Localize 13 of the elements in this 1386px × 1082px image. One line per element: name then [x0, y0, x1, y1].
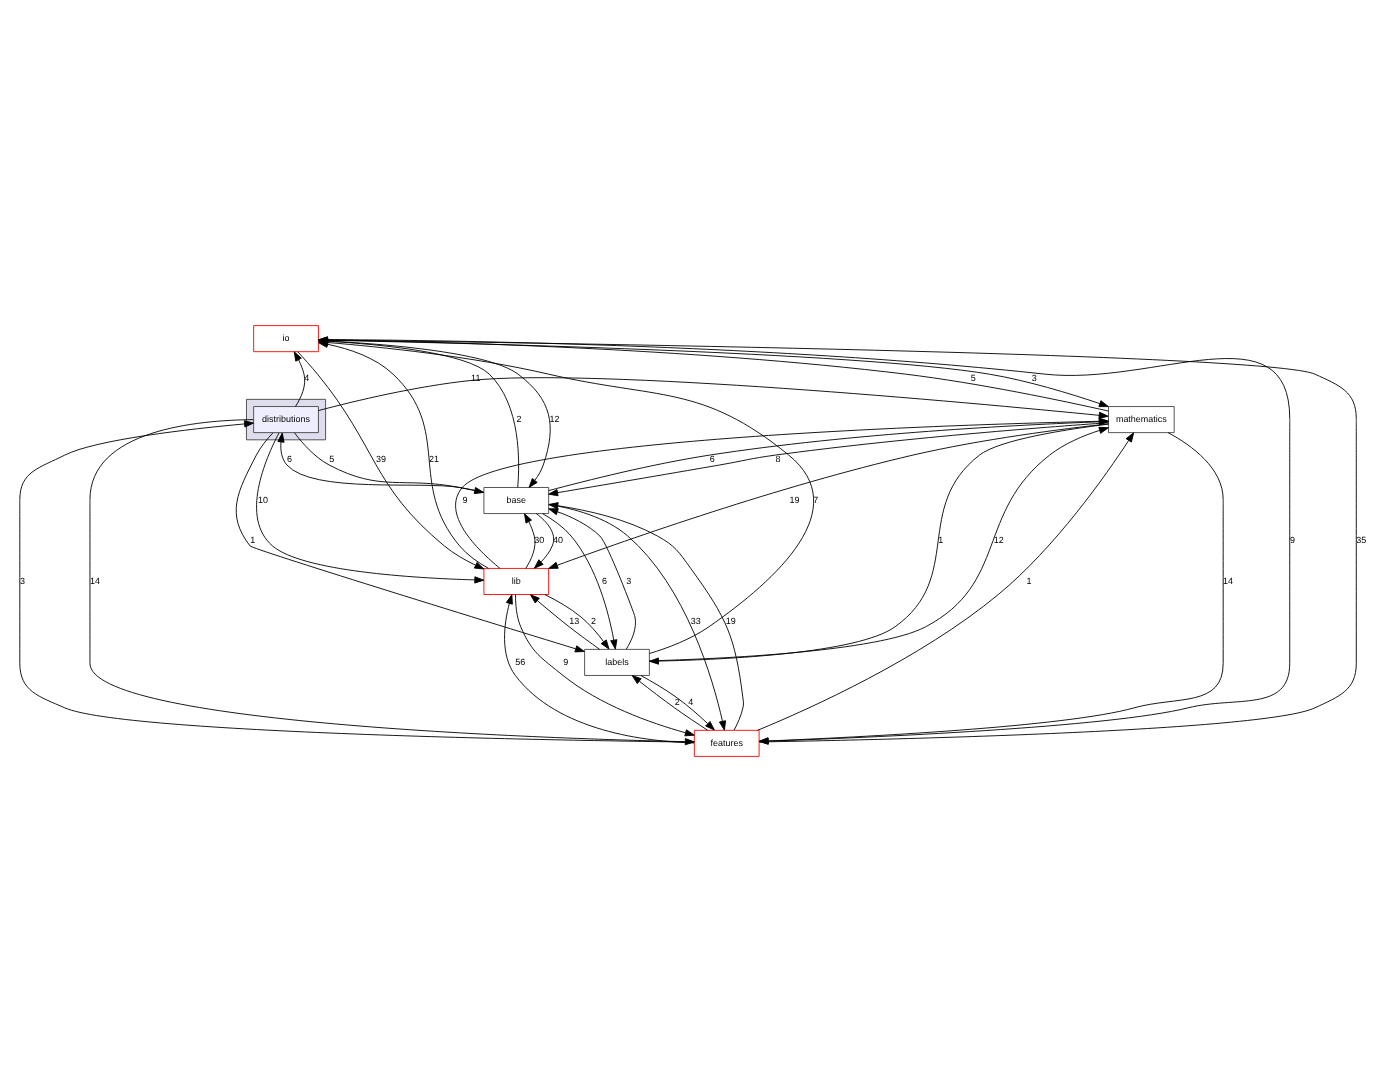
arrow	[530, 594, 601, 650]
arrow	[631, 675, 709, 731]
arrow	[544, 594, 610, 650]
arrow	[542, 513, 618, 650]
arrow	[317, 377, 1109, 419]
arrow	[548, 508, 636, 650]
arrow	[640, 675, 715, 731]
arrow	[524, 513, 536, 569]
arrow	[758, 432, 1224, 745]
arrow	[757, 432, 1135, 731]
arrow	[293, 351, 306, 407]
arrow	[533, 513, 555, 569]
arrow	[235, 432, 585, 653]
